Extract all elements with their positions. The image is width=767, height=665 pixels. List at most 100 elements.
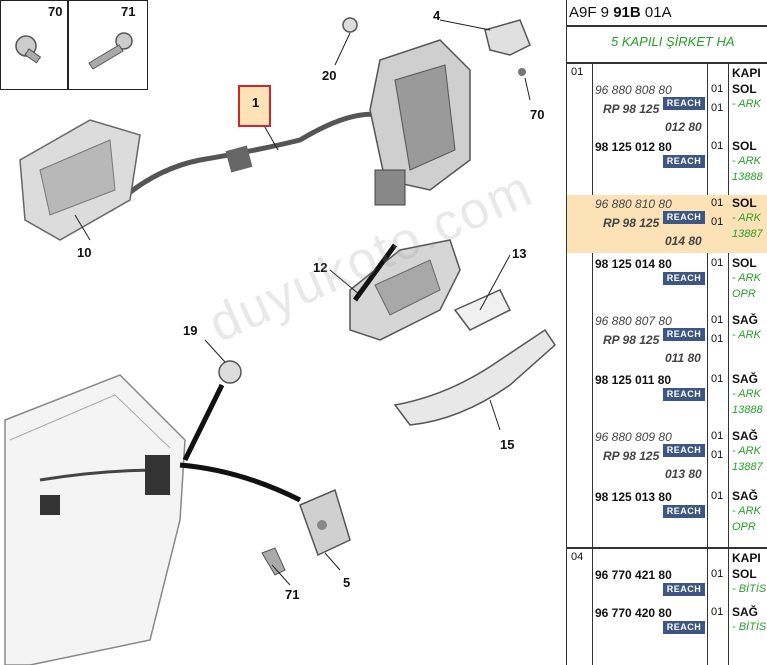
callout-19[interactable]: 19 (183, 323, 198, 338)
part-reference[interactable]: 98 125 013 80 (595, 490, 672, 504)
replacement-reference[interactable]: RP 98 125 (603, 216, 660, 230)
inset-label-70: 70 (48, 4, 63, 19)
part-reference[interactable]: 98 125 012 80 (595, 140, 672, 154)
part-note: - ARK (732, 155, 761, 167)
part-note: - BİTİS (732, 583, 767, 595)
outer-handle-illustration (393, 328, 556, 426)
replacement-reference[interactable]: RP 98 125 (603, 449, 660, 463)
part-reference[interactable]: 96 770 420 80 (595, 606, 672, 620)
screw-71-icon (88, 32, 133, 70)
callout-20[interactable]: 20 (322, 68, 337, 83)
part-row[interactable]: 98 125 012 80 01 SOL - ARK 13888 REACH (567, 138, 767, 194)
section-number: 01 (571, 66, 584, 78)
section-divider (567, 547, 767, 549)
part-note-code: OPR (732, 288, 756, 300)
part-quantity: 01 (711, 140, 724, 152)
part-reference[interactable]: 96 880 807 80 (595, 314, 672, 328)
reach-badge: REACH (663, 328, 705, 341)
reach-badge: REACH (663, 621, 705, 634)
part-side: SOL (732, 139, 757, 153)
reach-badge: REACH (663, 444, 705, 457)
part-side: SOL (732, 567, 757, 581)
door-panel-illustration (4, 374, 186, 665)
part-quantity: 01 (711, 373, 724, 385)
exploded-parts-diagram: 70 71 1 4 20 70 10 12 13 19 15 5 71 duyu… (0, 0, 556, 665)
part-quantity: 01 (711, 257, 724, 269)
part-side: SOL (732, 82, 757, 96)
plug-illustration (218, 360, 242, 384)
reach-badge: REACH (663, 388, 705, 401)
screw-70-icon (15, 35, 42, 64)
callout-13[interactable]: 13 (512, 246, 527, 261)
bracket-illustration (484, 19, 531, 56)
grommet-illustration (342, 17, 358, 33)
replacement-reference-suffix: 012 80 (665, 120, 702, 134)
part-reference[interactable]: 96 770 421 80 (595, 568, 672, 582)
part-note-code: 13887 (732, 228, 763, 240)
part-quantity: 01 (711, 430, 724, 442)
gasket-illustration (453, 289, 512, 331)
reach-badge: REACH (663, 583, 705, 596)
door-latch-illustration (145, 455, 170, 495)
part-reference[interactable]: 96 880 810 80 (595, 197, 672, 211)
part-note-code: 13888 (732, 404, 763, 416)
part-note: - ARK (732, 272, 761, 284)
reach-badge: REACH (663, 155, 705, 168)
cable-illustration (108, 111, 381, 212)
part-side: SOL (732, 256, 757, 270)
part-reference[interactable]: 96 880 808 80 (595, 83, 672, 97)
callout-70[interactable]: 70 (530, 107, 545, 122)
callout-15[interactable]: 15 (500, 437, 515, 452)
replacement-reference-suffix: 011 80 (665, 351, 701, 365)
part-side: SAĞ (732, 605, 759, 619)
part-reference[interactable]: 96 880 809 80 (595, 430, 672, 444)
callout-1-highlighted[interactable]: 1 (238, 85, 271, 127)
part-note-code: OPR (732, 521, 756, 533)
part-note-code: 13887 (732, 461, 763, 473)
reach-badge: REACH (663, 97, 705, 110)
part-row[interactable]: 98 125 011 80 01 SAĞ - ARK 13888 REACH (567, 371, 767, 427)
callout-5[interactable]: 5 (343, 575, 351, 590)
callout-10[interactable]: 10 (77, 245, 92, 260)
part-note: - ARK (732, 388, 761, 400)
callout-71[interactable]: 71 (285, 587, 300, 602)
replacement-quantity: 01 (711, 449, 724, 461)
reach-badge: REACH (663, 211, 705, 224)
inset-screw-70: 70 (0, 0, 68, 90)
part-reference[interactable]: 98 125 011 80 (595, 373, 672, 387)
reach-badge: REACH (663, 505, 705, 518)
replacement-reference-suffix: 014 80 (665, 234, 702, 248)
part-reference[interactable]: 98 125 014 80 (595, 257, 672, 271)
diagram-drawing (4, 17, 556, 665)
part-note: - ARK (732, 329, 761, 341)
part-side: SAĞ (732, 429, 759, 443)
part-note: - ARK (732, 98, 761, 110)
part-quantity: 01 (711, 606, 724, 618)
callout-4[interactable]: 4 (433, 8, 441, 23)
replacement-quantity: 01 (711, 333, 724, 345)
part-side: SAĞ (732, 489, 759, 503)
replacement-reference[interactable]: RP 98 125 (603, 333, 660, 347)
reach-badge: REACH (663, 272, 705, 285)
section-title: KAPI (732, 66, 761, 80)
part-quantity: 01 (711, 490, 724, 502)
part-quantity: 01 (711, 83, 724, 95)
section-number: 04 (571, 551, 584, 563)
inset-screw-71: 71 (68, 0, 148, 90)
part-side: SAĞ (732, 372, 759, 386)
replacement-reference[interactable]: RP 98 125 (603, 102, 660, 116)
part-row[interactable]: 98 125 014 80 01 SOL - ARK OPR REACH (567, 255, 767, 311)
part-note: - ARK (732, 212, 761, 224)
part-quantity: 01 (711, 197, 724, 209)
part-note-code: 13888 (732, 171, 763, 183)
callout-12[interactable]: 12 (313, 260, 328, 275)
diagram-code: A9F 9 91B 01A (569, 4, 672, 21)
